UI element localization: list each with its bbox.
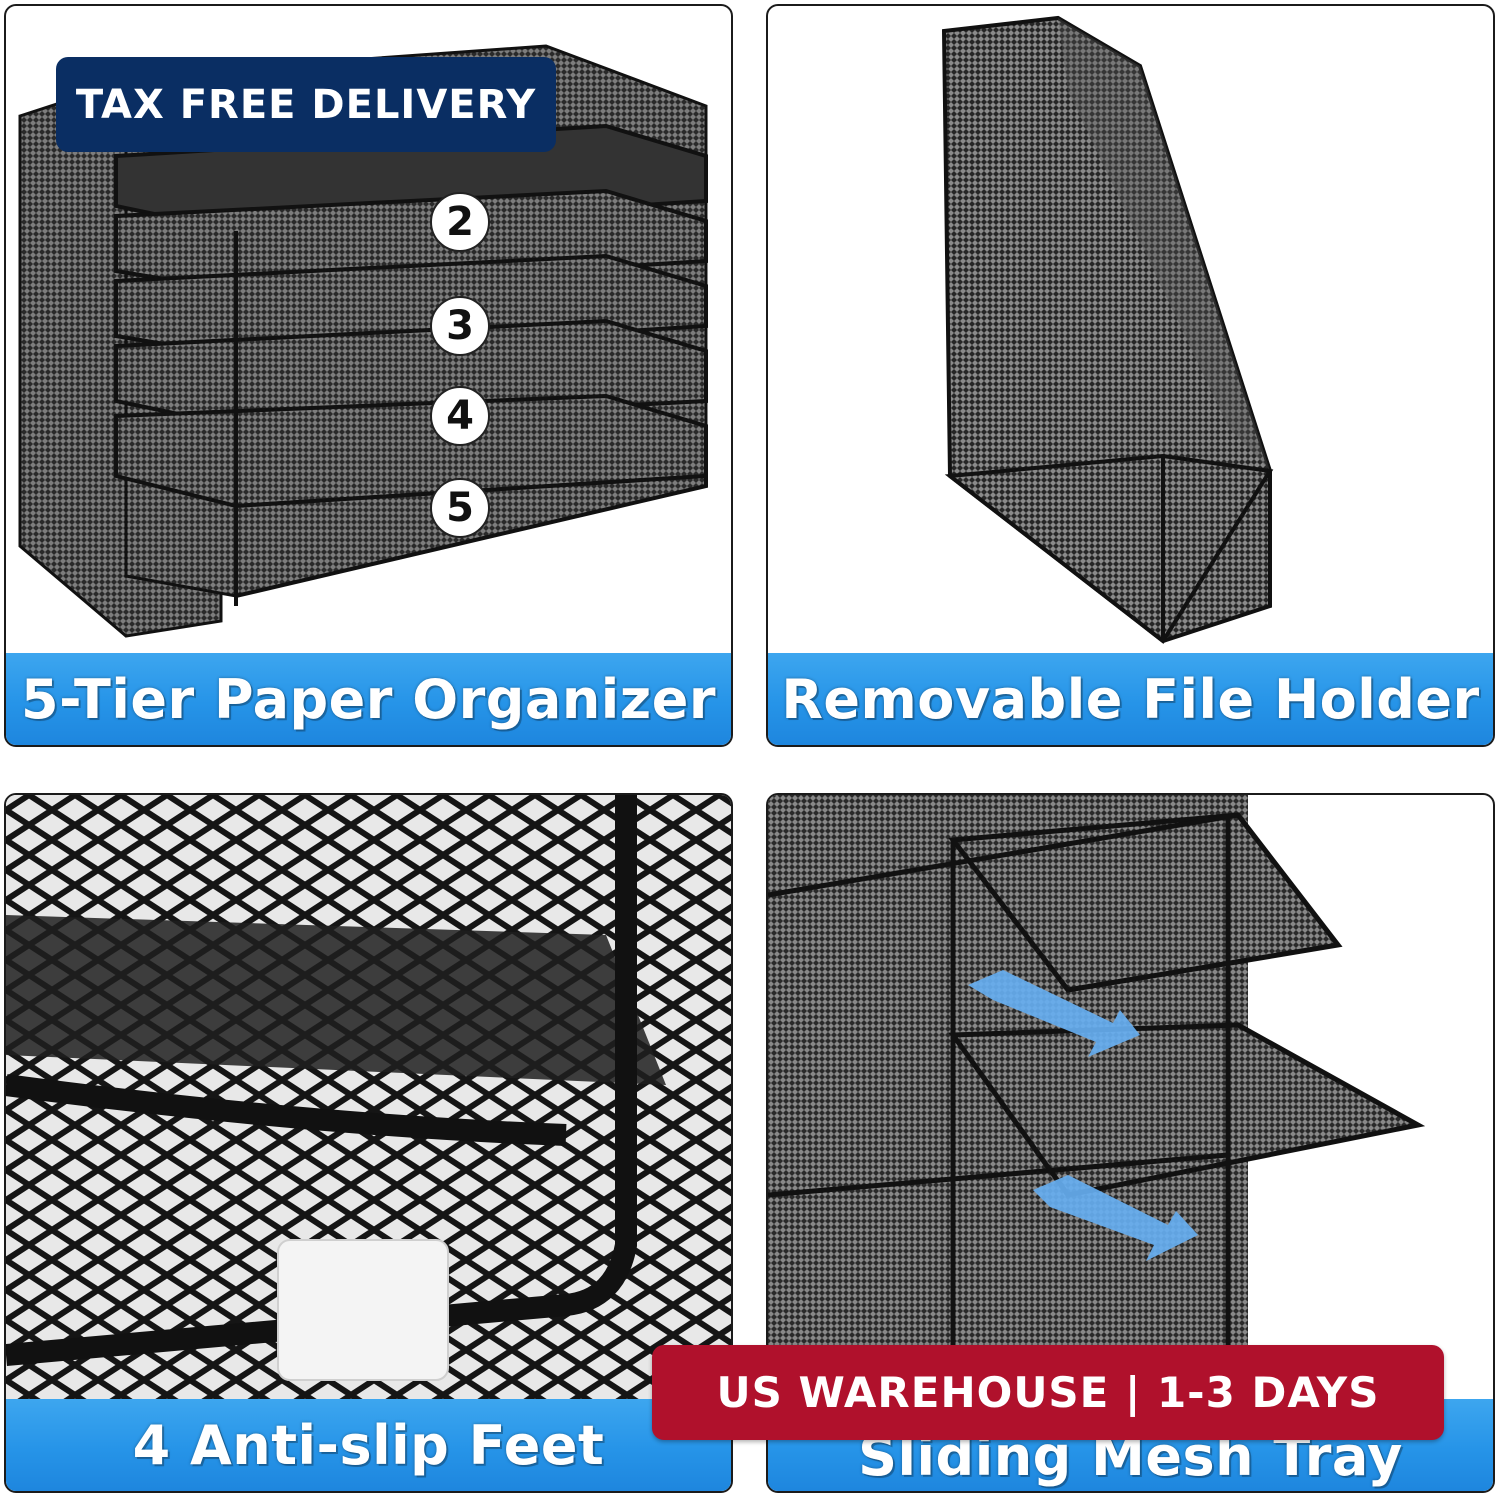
caption-bar: Removable File Holder (768, 653, 1493, 745)
sliding-tray-photo (768, 795, 1426, 1355)
panel-anti-slip-feet: 4 Anti-slip Feet (4, 793, 733, 1493)
panel-caption: Removable File Holder (781, 667, 1480, 731)
slide-arrow-icon (1033, 1175, 1198, 1261)
tier-number-5: 5 (430, 478, 490, 538)
file-holder-photo (941, 15, 1274, 644)
us-warehouse-badge: US WAREHOUSE | 1-3 DAYS (652, 1345, 1444, 1440)
anti-slip-feet-photo (6, 795, 731, 1405)
slide-arrow-icon (968, 970, 1140, 1057)
caption-bar: 4 Anti-slip Feet (6, 1399, 731, 1491)
tier-number-2: 2 (430, 192, 490, 252)
tier-number-4: 4 (430, 386, 490, 446)
tier-number-3: 3 (430, 296, 490, 356)
organizer-photo (18, 44, 708, 638)
panel-caption: 5-Tier Paper Organizer (21, 667, 716, 731)
caption-bar: 5-Tier Paper Organizer (6, 653, 731, 745)
panel-file-holder: Removable File Holder (766, 4, 1495, 747)
panel-caption: 4 Anti-slip Feet (132, 1413, 605, 1477)
tax-free-delivery-badge: TAX FREE DELIVERY (56, 57, 556, 152)
